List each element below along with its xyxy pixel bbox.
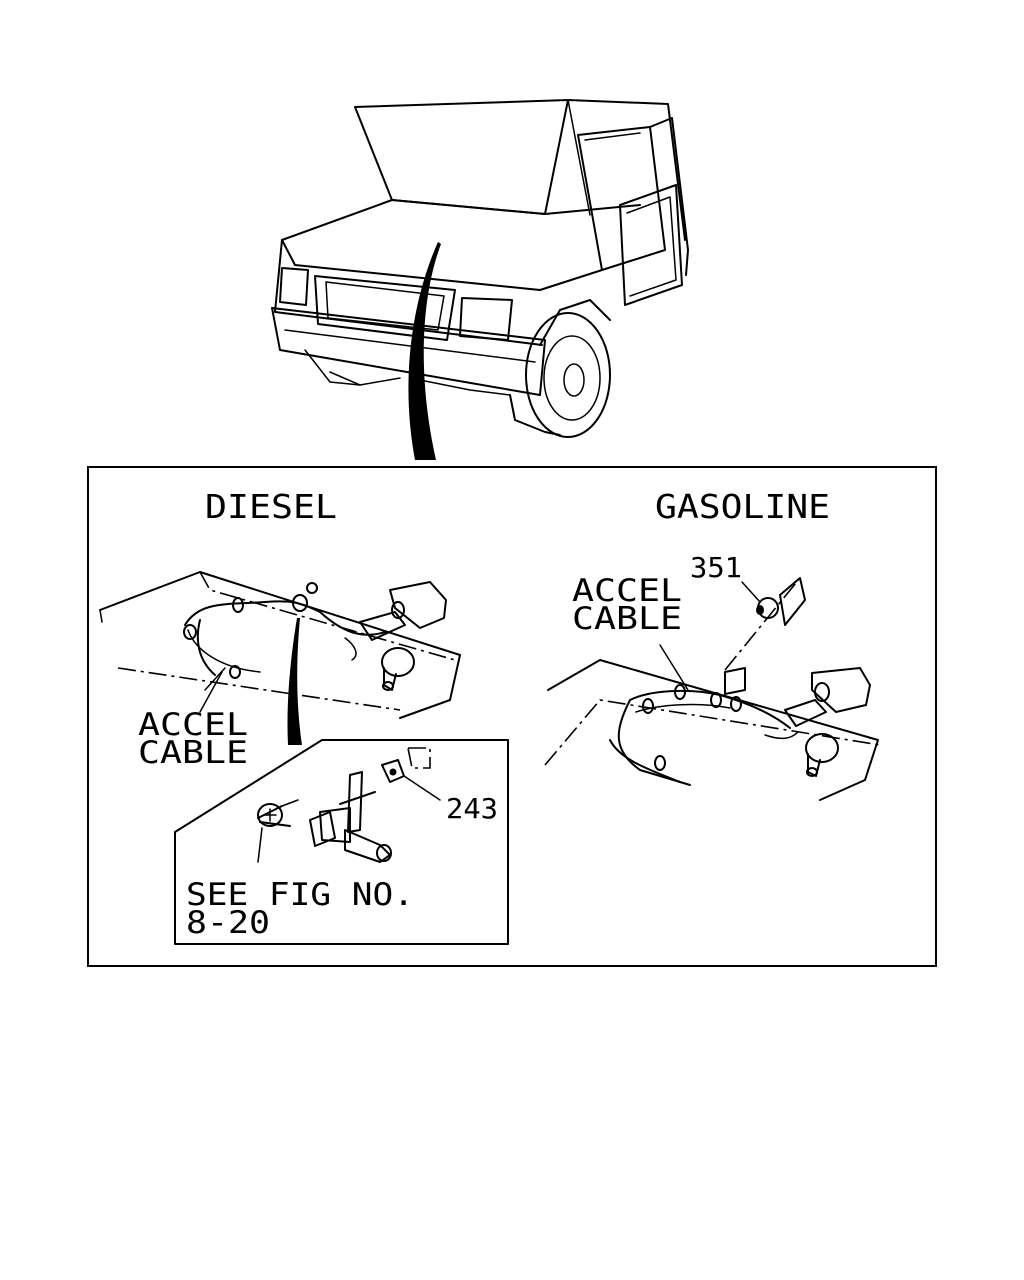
part-243-label: 243 bbox=[446, 792, 498, 825]
gasoline-cable-leader bbox=[659, 644, 689, 691]
truck-illustration bbox=[271, 99, 689, 460]
gasoline-engine-bay bbox=[544, 577, 881, 801]
detail-panel bbox=[87, 466, 937, 967]
inset-box bbox=[174, 739, 509, 945]
diesel-accel-cable-label-2: CABLE bbox=[138, 735, 248, 771]
see-fig-label-2: 8-20 bbox=[186, 905, 270, 941]
diesel-engine-bay bbox=[99, 571, 461, 745]
diesel-heading: DIESEL bbox=[205, 487, 337, 526]
part-351-label: 351 bbox=[690, 551, 742, 584]
diesel-cable-leader bbox=[199, 671, 223, 713]
diesel-accel-cable-label-1: ACCEL bbox=[138, 707, 248, 743]
inset-bracket-detail bbox=[257, 747, 441, 863]
gasoline-heading: GASOLINE bbox=[655, 487, 830, 526]
gasoline-accel-cable-label-2: CABLE bbox=[572, 601, 682, 637]
gasoline-accel-cable-label-1: ACCEL bbox=[572, 573, 682, 609]
see-fig-label-1: SEE FIG NO. bbox=[186, 877, 414, 913]
